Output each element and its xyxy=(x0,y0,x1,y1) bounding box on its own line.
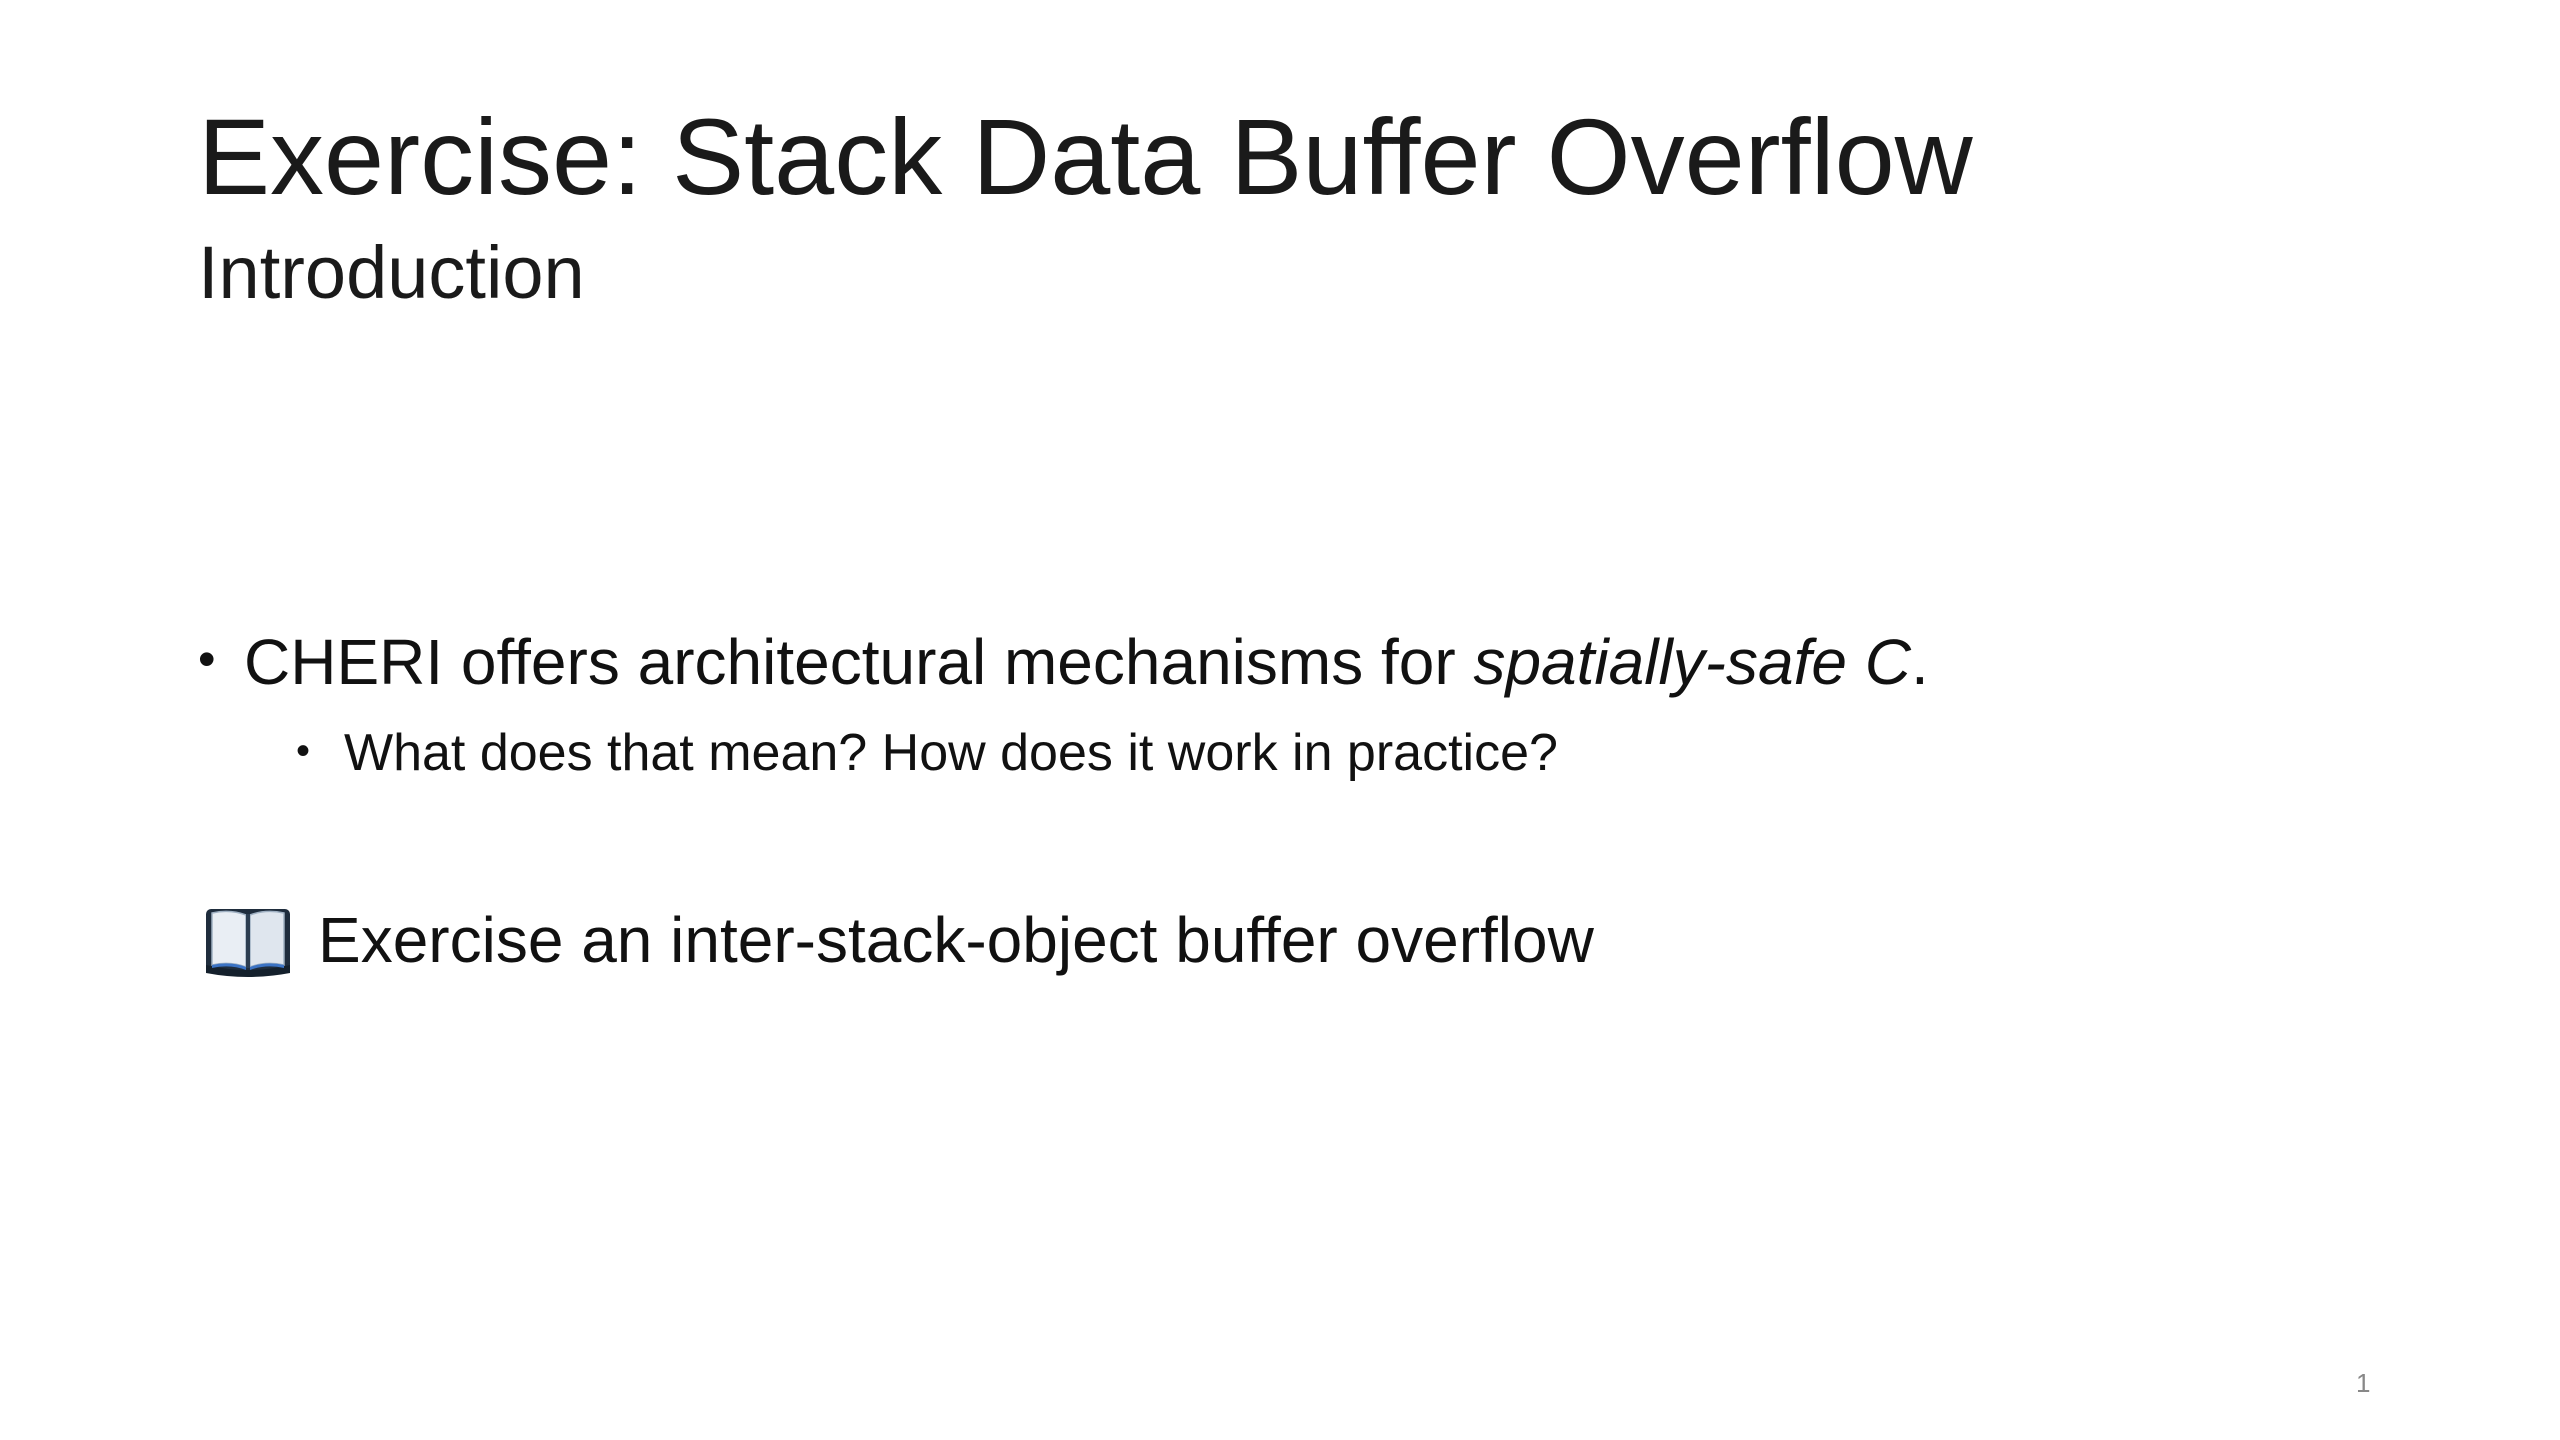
open-book-icon xyxy=(204,903,292,979)
bullet-item: • CHERI offers architectural mechanisms f… xyxy=(198,624,1929,701)
exercise-text: Exercise an inter-stack-object buffer ov… xyxy=(318,904,1594,976)
bullet-emphasis: spatially-safe C xyxy=(1473,626,1911,698)
exercise-item: Exercise an inter-stack-object buffer ov… xyxy=(204,900,1594,980)
sub-bullet-item: • What does that mean? How does it work i… xyxy=(296,722,1558,784)
bullet-text-end: . xyxy=(1910,626,1929,698)
bullet-dot: • xyxy=(198,631,216,687)
slide-subtitle: Introduction xyxy=(198,231,585,314)
page-number: 1 xyxy=(2356,1368,2371,1398)
slide-title: Exercise: Stack Data Buffer Overflow xyxy=(198,96,1973,217)
sub-bullet-dot: • xyxy=(296,729,311,773)
sub-bullet-text: What does that mean? How does it work in… xyxy=(344,724,1558,782)
bullet-text: CHERI offers architectural mechanisms fo… xyxy=(244,626,1474,698)
